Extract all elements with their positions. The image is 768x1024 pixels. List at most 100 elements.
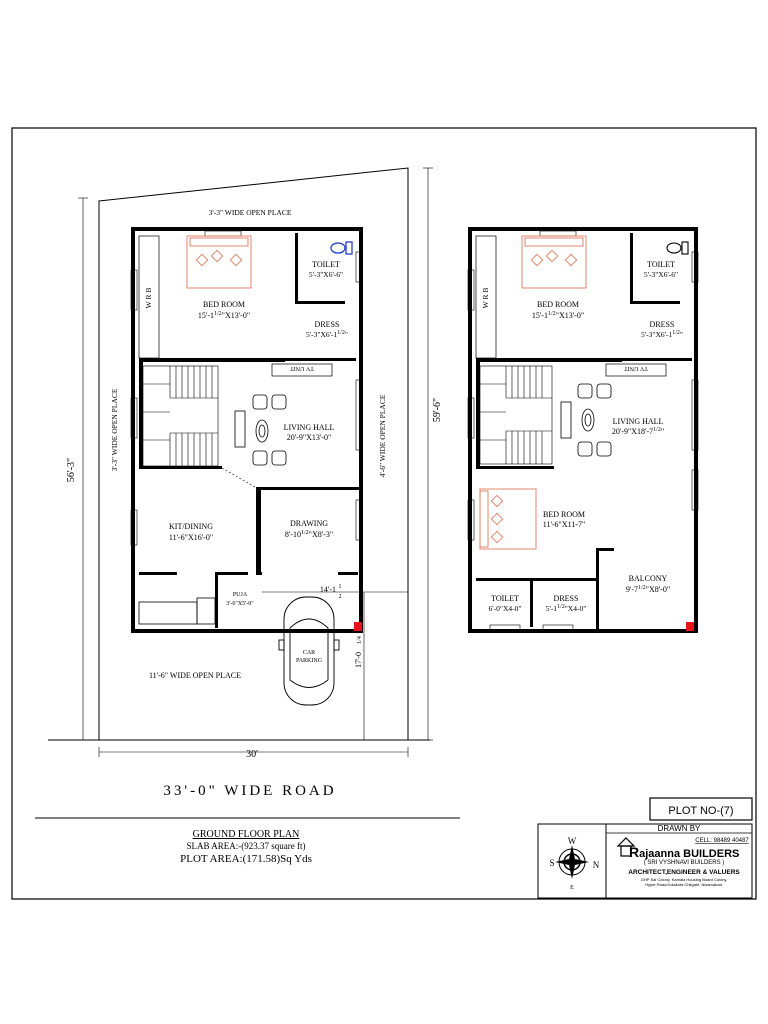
gf-staircase xyxy=(142,365,219,467)
compass-icon xyxy=(555,845,589,879)
company-subtitle: ( SRI VYSHNAVI BUILDERS ) xyxy=(644,860,725,866)
ff-wrb-label: W R B xyxy=(481,288,490,309)
ff-bed-2 xyxy=(479,488,537,550)
gf-inner-walls xyxy=(139,233,361,628)
gf-drawing-dim-frac: 1/2 xyxy=(301,530,309,536)
title-block-frame xyxy=(537,823,753,899)
ff-toilet-name: TOILET xyxy=(647,260,675,269)
gf-bedroom-dim-a: 15'-1 xyxy=(198,311,214,320)
ff-inner-walls xyxy=(476,233,692,631)
ff-bedroom2-dim: 11'-6"X11-7" xyxy=(543,520,585,529)
ff-tv-unit-label: TV UNIT xyxy=(624,365,648,371)
ff-bed xyxy=(521,235,587,289)
ff-outer-wall xyxy=(468,227,698,633)
gf-bedroom-name: BED ROOM xyxy=(203,300,245,309)
ff-sofa-set xyxy=(560,383,612,457)
offset-frac-num: 1 xyxy=(339,584,342,590)
gf-drawing-dim: 8'-101/2"X8'-3" xyxy=(285,530,333,539)
plot-no-box xyxy=(649,797,753,821)
ff-balcony-dim-frac: 1/2 xyxy=(638,585,646,591)
ff-living-hall-dim-frac: 1/2 xyxy=(653,427,661,433)
ff-balcony-dim: 9'-71/2"X8'-0" xyxy=(626,585,670,594)
first-floor-plan: W R B TV UNIT xyxy=(467,227,699,633)
compass-w: W xyxy=(568,836,577,846)
gf-drawing-name: DRAWING xyxy=(290,519,328,528)
plot-area: PLOT AREA:(171.58)Sq Yds xyxy=(180,853,312,865)
gf-living-hall-name: LIVING HALL xyxy=(284,423,335,432)
ff-dress2-dim-a: 5'-1 xyxy=(546,604,558,613)
company-rest: ajaanna BUILDERS xyxy=(639,848,739,860)
gf-drawing-dim-a: 8'-10 xyxy=(285,530,301,539)
drawn-by: DRAWN BY xyxy=(658,824,701,833)
gf-windows xyxy=(130,230,363,546)
ff-red-marker xyxy=(686,622,694,631)
gf-dimension-lines xyxy=(48,167,433,757)
ff-living-hall-name: LIVING HALL xyxy=(613,417,664,426)
parking-frac: 1/4 xyxy=(357,636,363,644)
gf-bedroom-dim-b: "X13'-0" xyxy=(222,311,250,320)
gf-dress-dim-b: " xyxy=(345,330,348,339)
ff-dress2-dim: 5'-11/2"X4-0" xyxy=(546,604,587,613)
car-parking-label-1: CAR xyxy=(303,650,315,656)
ff-dress2-name: DRESS xyxy=(554,594,579,603)
compass-e: E xyxy=(570,885,574,891)
slab-area: SLAB AREA:-(923.37 square ft) xyxy=(187,841,306,851)
ff-dress-dim: 5'-3"X6'-11/2" xyxy=(641,330,683,339)
ff-toilet2-name: TOILET xyxy=(491,594,519,603)
ff-bedroom-name: BED ROOM xyxy=(537,300,579,309)
gf-wrb-label: W R B xyxy=(144,288,153,309)
gf-red-marker xyxy=(354,622,362,631)
gf-kitchen-platform xyxy=(138,601,198,625)
company-letter: R xyxy=(629,844,639,860)
gf-drawing-dim-b: "X8'-3" xyxy=(309,530,333,539)
ff-dress2-dim-b: "X4-0" xyxy=(565,604,587,613)
gf-bed xyxy=(186,235,252,289)
gf-dress-dim-a: 5'-3"X6'-1 xyxy=(306,330,337,339)
gf-tv-unit-label: TV UNIT xyxy=(290,365,314,371)
offset-dim: 14'-1 xyxy=(320,585,336,594)
car-parking-icon xyxy=(278,596,340,706)
gf-outer-wall xyxy=(131,227,363,633)
ff-wrb-unit xyxy=(475,235,497,359)
title-block: PLOT NO-(7) DRAWN BY W S N E CELL: 98489… xyxy=(537,797,753,899)
compass-n: N xyxy=(593,860,600,870)
ff-commode-icon xyxy=(666,241,689,255)
ff-tv-unit xyxy=(605,363,667,377)
left-open-place-label: 3'-3" WIDE OPEN PLACE xyxy=(110,388,119,471)
rear-open-place-label: 3'-3" WIDE OPEN PLACE xyxy=(209,208,292,217)
ff-windows xyxy=(467,230,699,631)
depth-left-dim: 56'-3" xyxy=(66,458,77,482)
ff-bedroom2-name: BED ROOM xyxy=(543,510,585,519)
ff-balcony-dim-b: "X8'-0" xyxy=(646,585,670,594)
right-open-place-label: 4'-6" WIDE OPEN PLACE xyxy=(378,394,387,477)
gf-kitchen-sink xyxy=(196,597,216,625)
gf-wrb-unit xyxy=(138,235,160,359)
gf-dress-dim: 5'-3"X6'-11/2" xyxy=(306,330,348,339)
gf-bedroom-dim: 15'-11/2"X13'-0" xyxy=(198,311,250,320)
company-name: Rajaanna BUILDERS xyxy=(629,844,739,860)
sheet-border xyxy=(11,127,757,900)
width-bottom-dim: 30' xyxy=(246,749,258,760)
road-label: 33'-0" WIDE ROAD xyxy=(163,783,336,799)
ff-toilet-dim: 5'-3"X6'-6" xyxy=(644,270,678,279)
plot-no: PLOT NO-(7) xyxy=(668,805,733,817)
gf-living-hall-dim: 20'-9"X13'-0" xyxy=(287,433,332,442)
ff-balcony-dim-a: 9'-7 xyxy=(626,585,638,594)
cell-number: CELL: 98489 40487 xyxy=(695,838,749,844)
gf-puja-dim: 3'-6"X5'-0" xyxy=(226,601,254,607)
ff-bedroom-dim-a: 15'-1 xyxy=(532,311,548,320)
gf-kitchen-name: KIT/DINING xyxy=(169,522,213,531)
gf-toilet-name: TOILET xyxy=(312,260,340,269)
parking-dim: 17'-0 xyxy=(354,652,363,668)
front-open-place-label: 11'-6" WIDE OPEN PLACE xyxy=(149,671,241,680)
ff-bedroom-dim: 15'-11/2"X13'-0" xyxy=(532,311,584,320)
gf-tv-unit xyxy=(271,363,333,377)
company-address-2: Hyper Road,Kotakota Chitgate, Nizamabad. xyxy=(645,882,723,887)
ff-dress-dim-b: " xyxy=(680,330,683,339)
car-parking-label-2: PARKING xyxy=(296,658,323,664)
ff-dress-dim-frac: 1/2 xyxy=(672,330,680,336)
plan-title: GROUND FLOOR PLAN xyxy=(193,829,300,840)
gf-puja-name: PUJA xyxy=(233,592,248,598)
